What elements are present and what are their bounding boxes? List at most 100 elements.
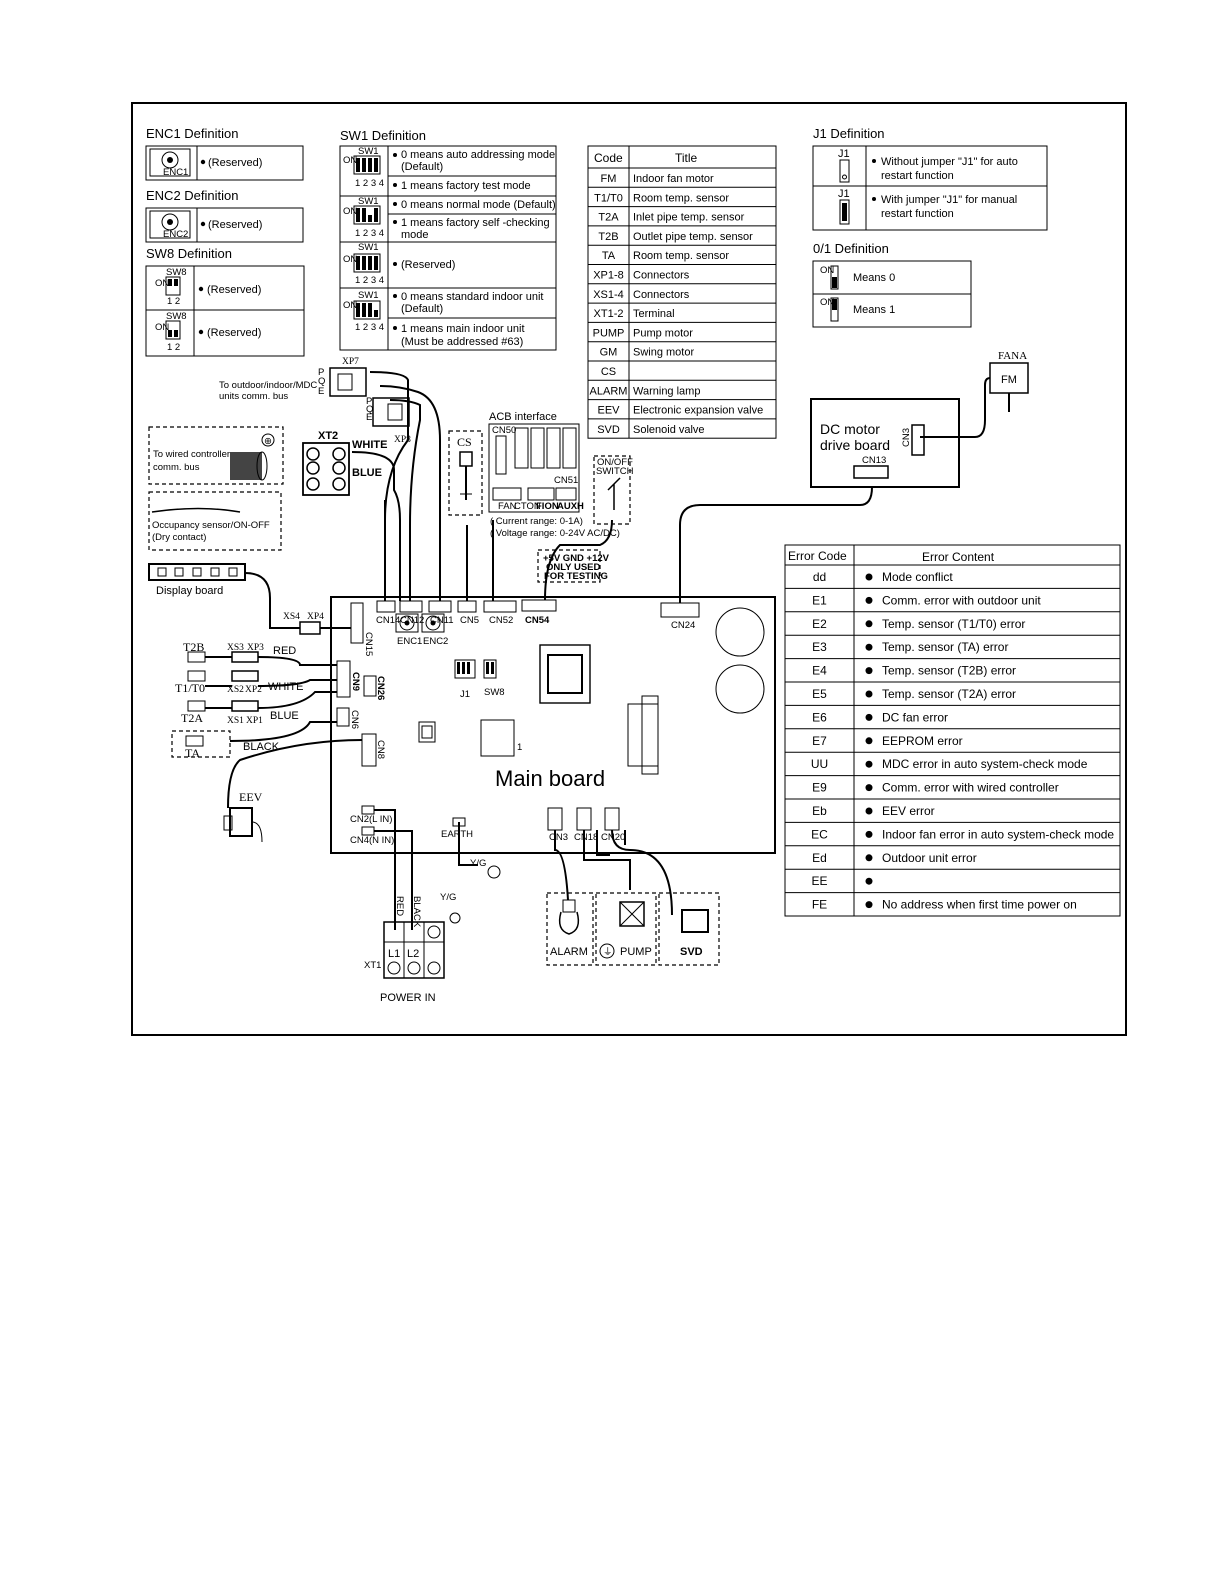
means-0-text: Means 0 — [853, 272, 895, 284]
title-cell: Electronic expansion valve — [633, 405, 763, 417]
cn24-label: CN24 — [671, 620, 695, 631]
svg-text:ON: ON — [343, 155, 357, 166]
error-code-cell: E6 — [812, 710, 827, 724]
sw1-text: 1 means factory test mode — [401, 180, 531, 192]
outdoor-comm-label-2: units comm. bus — [219, 391, 288, 402]
blue-sensor-wire-label: BLUE — [270, 710, 299, 722]
blue-wire-label: BLUE — [352, 467, 382, 479]
cs-label: CS — [457, 435, 472, 449]
error-content-cell: Mode conflict — [882, 570, 953, 584]
xt1-label: XT1 — [364, 960, 381, 971]
earth-label: EARTH — [441, 829, 473, 840]
zero-one-definition: 0/1 Definition ON Means 0 ON Means 1 — [812, 241, 972, 328]
svg-text:1 2: 1 2 — [167, 296, 180, 307]
wired-controller: To wired controller comm. bus ⊕ — [148, 426, 284, 485]
svg-text:E: E — [318, 386, 324, 397]
error-code-header: Error Code — [788, 549, 847, 563]
svg-text:FION: FION — [536, 501, 559, 512]
code-cell: FM — [601, 173, 617, 185]
error-code-cell: E9 — [812, 781, 827, 795]
bullet-icon — [865, 573, 873, 581]
error-content-cell: EEV error — [882, 804, 935, 818]
bullet-icon — [865, 713, 873, 721]
svg-text:P: P — [318, 367, 324, 378]
enc2-board-label: ENC2 — [423, 636, 448, 647]
svg-text:ON: ON — [820, 265, 834, 276]
xp7-label: XP7 — [342, 357, 359, 367]
dip-switch-icon: SW8 ON 1 2 — [155, 267, 187, 307]
acb-title: ACB interface — [489, 411, 557, 423]
sw1-title: SW1 Definition — [340, 128, 426, 143]
temp-sensors: T2B XS3 XP3 RED T1/T0 XS2 XP2 WHITE T2A … — [171, 640, 303, 760]
error-content-cell: DC fan error — [882, 710, 948, 724]
code-cell: XP1-8 — [593, 270, 624, 282]
error-content-cell: Comm. error with outdoor unit — [882, 593, 1041, 607]
svg-text:1 2 3 4: 1 2 3 4 — [355, 322, 384, 333]
occupancy-label-2: (Dry contact) — [152, 532, 206, 543]
error-content-cell: Outdoor unit error — [882, 851, 977, 865]
error-code-cell: E1 — [812, 593, 827, 607]
j1-board-label: J1 — [460, 689, 470, 700]
bullet-icon — [865, 690, 873, 698]
wired-ctrl-label-2: comm. bus — [153, 462, 200, 473]
j1-title: J1 Definition — [813, 126, 885, 141]
fm-label: FM — [1001, 374, 1017, 386]
cn13-label: CN13 — [862, 455, 886, 466]
error-content-cell: No address when first time power on — [882, 898, 1077, 912]
svg-text:FOR TESTING: FOR TESTING — [544, 571, 608, 582]
svg-text:SW1: SW1 — [358, 242, 379, 253]
sw1-text: 0 means standard indoor unit — [401, 291, 543, 303]
svg-text:SW8: SW8 — [166, 267, 187, 278]
l1-label: L1 — [388, 948, 400, 960]
sw1-text: (Reserved) — [401, 259, 455, 271]
code-cell: GM — [600, 347, 618, 359]
error-code-cell: UU — [811, 757, 828, 771]
bullet-icon — [865, 877, 873, 885]
cs-sensor: CS — [448, 430, 483, 516]
code-cell: ALARM — [590, 385, 628, 397]
ta-label: TA — [185, 746, 200, 760]
bullet-icon — [865, 784, 873, 792]
pin-one-label: 1 — [517, 742, 522, 753]
code-cell: T1/T0 — [594, 192, 623, 204]
yg-earth-label: Y/G — [470, 858, 486, 869]
enc1-title: ENC1 Definition — [146, 126, 239, 141]
alarm-label: ALARM — [550, 946, 588, 958]
enc1-icon-label: ENC1 — [163, 167, 188, 178]
cn18-label: CN18 — [574, 832, 598, 843]
outdoor-comm: To outdoor/indoor/MDC units comm. bus XP… — [219, 357, 411, 445]
code-cell: PUMP — [593, 327, 625, 339]
rotary-switch-icon — [149, 210, 191, 239]
bullet-icon — [865, 596, 873, 604]
title-cell: Connectors — [633, 289, 690, 301]
j1-row-2-cont: restart function — [881, 208, 954, 220]
enc2-icon-label: ENC2 — [163, 229, 188, 240]
motor-cn3-label: CN3 — [901, 428, 912, 447]
diagram-frame — [131, 102, 1127, 1036]
j1-row-1: Without jumper "J1" for auto — [881, 156, 1018, 168]
svg-text:ON: ON — [155, 278, 169, 289]
eev-valve: EEV — [223, 790, 263, 843]
cn14-label: CN14 — [376, 615, 400, 626]
pump: ⏚ PUMP — [595, 892, 657, 966]
cn50-label: CN50 — [492, 425, 516, 436]
title-cell: Terminal — [633, 308, 675, 320]
sw1-text: 0 means normal mode (Default) — [401, 199, 556, 211]
sw1-definition: SW1 Definition SW1 ON 1 2 3 4 SW1 ON 1 2… — [339, 128, 557, 351]
onoff-label-2: SWITCH — [596, 466, 634, 477]
j1-row-1-cont: restart function — [881, 170, 954, 182]
wires — [205, 371, 991, 930]
bullet-icon — [865, 760, 873, 768]
acb-current-range: ( Current range: 0-1A) — [490, 516, 583, 527]
svg-text:1 2: 1 2 — [167, 342, 180, 353]
code-cell: XS1-4 — [593, 289, 624, 301]
switch-icon — [830, 297, 839, 322]
cn6-label: CN6 — [349, 710, 360, 729]
outdoor-comm-label: To outdoor/indoor/MDC — [219, 380, 317, 391]
cn4-label: CN4(N IN) — [350, 835, 394, 846]
title-cell: Swing motor — [633, 347, 694, 359]
svg-text:⊕: ⊕ — [264, 436, 272, 447]
bullet-icon — [865, 901, 873, 909]
